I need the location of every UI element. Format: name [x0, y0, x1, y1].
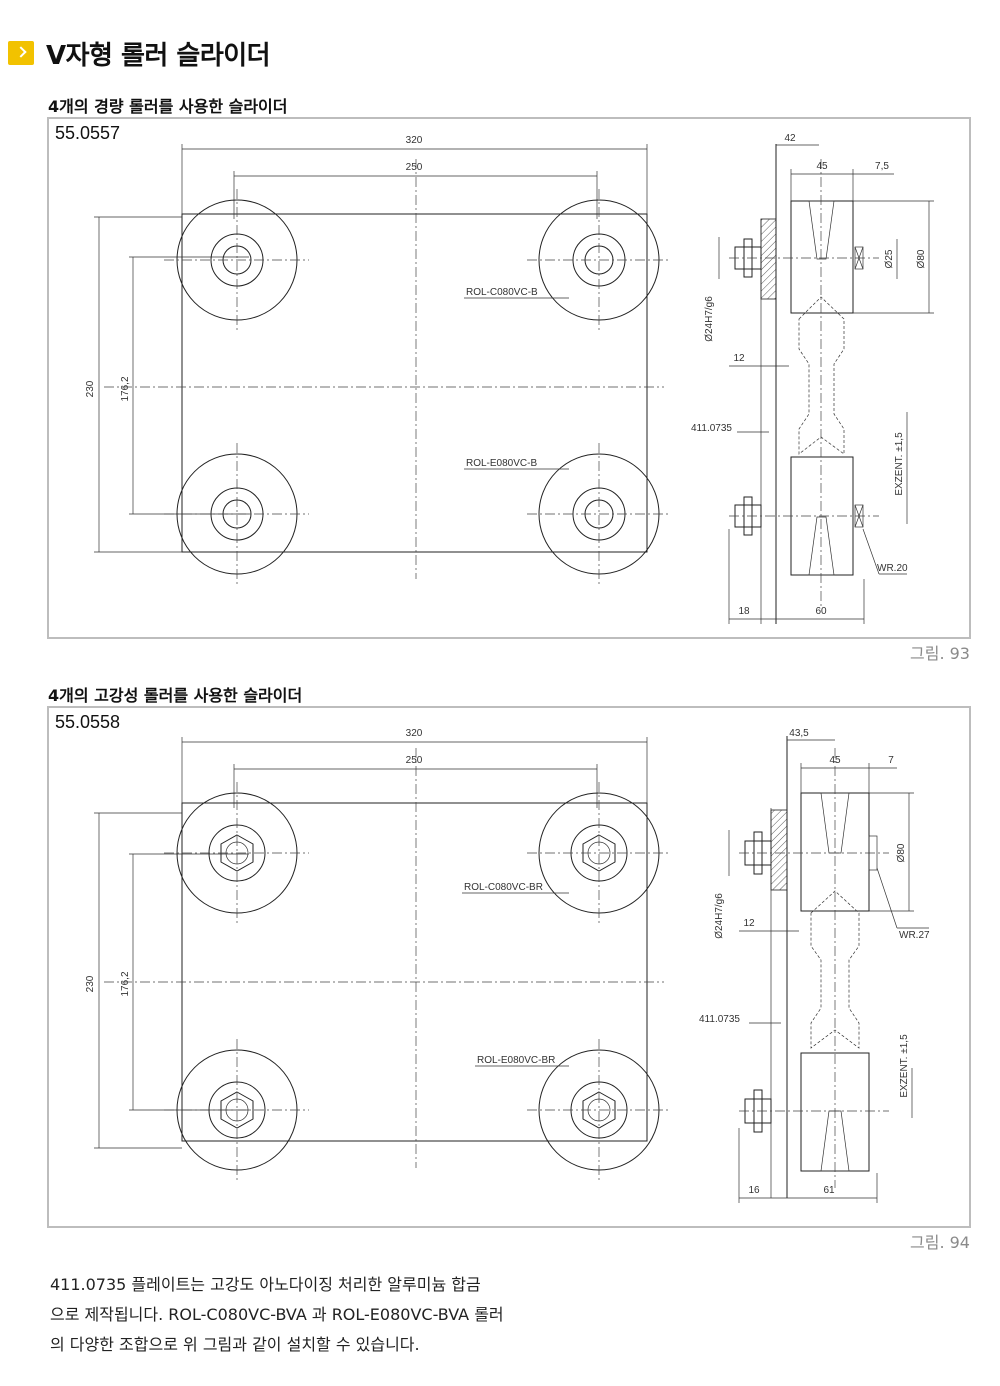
dim-width-outer: 320: [406, 728, 423, 739]
dim-d80: Ø80: [916, 249, 927, 268]
dim-bottom-left: 16: [748, 1185, 760, 1196]
dim-height-inner: 176,2: [120, 376, 131, 401]
section-heading-heavy: 4개의 고강성 롤러를 사용한 슬라이더: [48, 686, 303, 705]
plate-outline: [181, 213, 648, 553]
part-number: 55.0558: [55, 712, 121, 732]
dim-d24: Ø24H7/g6: [704, 296, 715, 342]
roller-bottom-right: [527, 1039, 671, 1181]
dim-height-outer: 230: [85, 975, 96, 992]
label-roller-c: ROL-C080VC-B: [466, 287, 538, 298]
roller-top-left: [164, 189, 309, 331]
dim-exzent: EXZENT. ±1,5: [894, 432, 905, 496]
side-view-heavy: [739, 736, 889, 1198]
roller-top-right: [527, 189, 671, 331]
roller-top-left: [164, 782, 309, 924]
dim-bottom-right: 61: [823, 1185, 835, 1196]
dim-side-7-5: 7,5: [875, 161, 889, 172]
roller-top-right: [527, 782, 671, 924]
label-wr: WR.20: [877, 563, 908, 574]
dim-width-inner: 250: [406, 755, 423, 766]
part-number: 55.0557: [55, 123, 121, 143]
page-title: V자형 롤러 슬라이더: [46, 40, 271, 71]
roller-bottom-left: [164, 1039, 309, 1181]
dim-bottom-right: 60: [815, 606, 827, 617]
dim-height-inner: 176,2: [120, 971, 131, 996]
dim-side-7: 7: [888, 755, 894, 766]
dim-side-top: 43,5: [789, 728, 809, 739]
label-wr: WR.27: [899, 930, 930, 941]
drawing-frame-light: 55.0557 320 250 230 176,2: [47, 117, 971, 639]
dim-d80: Ø80: [896, 843, 907, 862]
technical-drawing-heavy: 320 250 230 176,2: [85, 728, 930, 1203]
dim-d24: Ø24H7/g6: [714, 893, 725, 939]
dim-side-45: 45: [829, 755, 841, 766]
dim-width-outer: 320: [406, 135, 423, 146]
figure-caption-93: 그림. 93: [910, 644, 970, 663]
dim-d25: Ø25: [884, 249, 895, 268]
section-heading-light: 4개의 경량 롤러를 사용한 슬라이더: [48, 97, 288, 116]
page-header: V자형 롤러 슬라이더: [8, 36, 271, 71]
side-view-light: [729, 144, 879, 624]
label-roller-e: ROL-E080VC-B: [466, 458, 537, 469]
description-line: 411.0735 플레이트는 고강도 아노다이징 처리한 알루미늄 합금: [50, 1275, 481, 1294]
description-line: 의 다양한 조합으로 위 그림과 같이 설치할 수 있습니다.: [50, 1335, 420, 1354]
dim-height-outer: 230: [85, 380, 96, 397]
dim-12: 12: [743, 918, 755, 929]
description-text: 411.0735 플레이트는 고강도 아노다이징 처리한 알루미늄 합금 으로 …: [50, 1270, 520, 1360]
dim-12: 12: [733, 353, 745, 364]
label-roller-e: ROL-E080VC-BR: [477, 1055, 555, 1066]
roller-bottom-left: [164, 443, 309, 585]
dim-side-top: 42: [784, 133, 796, 144]
dim-width-inner: 250: [406, 162, 423, 173]
description-line: 으로 제작됩니다. ROL-C080VC-BVA 과 ROL-E080VC-BV…: [50, 1305, 504, 1324]
dim-side-45: 45: [816, 161, 828, 172]
drawing-frame-heavy: 55.0558 320 250 230 176,2: [47, 706, 971, 1228]
chevron-right-icon: [8, 41, 34, 65]
figure-caption-94: 그림. 94: [910, 1233, 970, 1252]
roller-bottom-right: [527, 443, 671, 585]
plate-outline: [181, 802, 648, 1142]
label-plate: 411.0735: [699, 1014, 740, 1025]
dim-bottom-left: 18: [738, 606, 750, 617]
label-roller-c: ROL-C080VC-BR: [464, 882, 543, 893]
dim-exzent: EXZENT. ±1,5: [899, 1034, 910, 1098]
technical-drawing-light: 320 250 230 176,2: [85, 133, 934, 624]
label-plate: 411.0735: [691, 423, 732, 434]
